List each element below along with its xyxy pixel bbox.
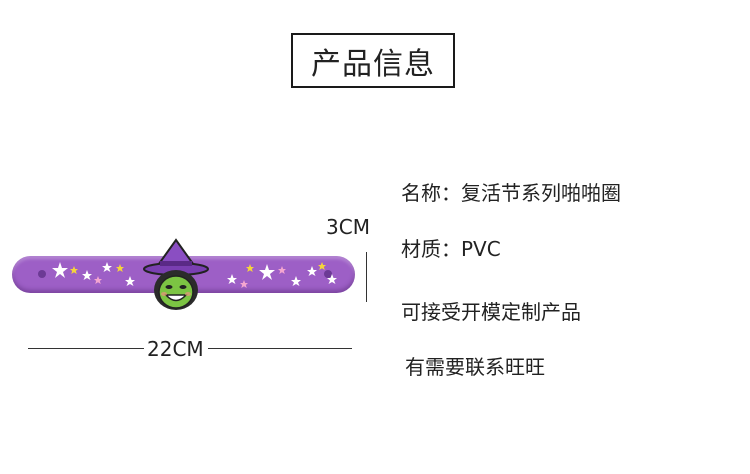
band-hole-right [324,270,332,278]
star-icon-pink [94,266,286,288]
height-dimension-line [366,252,367,302]
product-image [12,238,382,360]
product-name: 名称：复活节系列啪啪圈 [401,181,621,205]
width-dimension-label: 22CM [147,337,204,361]
height-dimension-label: 3CM [326,215,370,239]
star-pattern [52,262,337,288]
width-dimension-line-left [28,348,144,349]
contact-note: 有需要联系旺旺 [405,355,545,379]
star-icon [52,262,337,286]
page-title: 产品信息 [291,33,455,88]
product-material: 材质：PVC [401,237,501,261]
custom-order-note: 可接受开模定制产品 [401,300,581,324]
width-dimension-line-right [208,348,352,349]
star-icon-yellow [70,262,326,274]
witch-head-icon [143,238,209,310]
band-hole-left [38,270,46,278]
